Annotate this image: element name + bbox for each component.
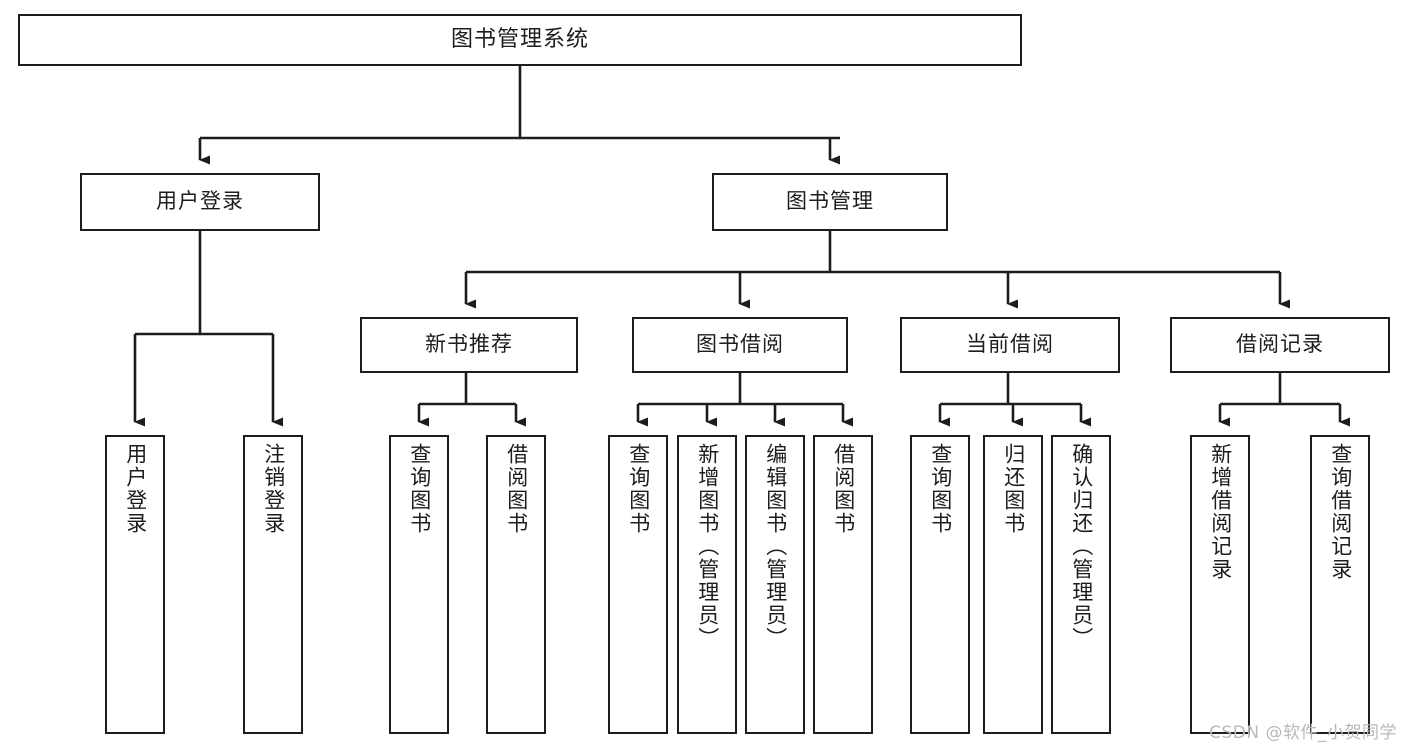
node-new-book-recommend[interactable]: 新书推荐 [360, 317, 578, 373]
node-leaf-add-record[interactable]: 新增借阅记录 [1190, 435, 1250, 734]
node-leaf-confirm-return[interactable]: 确认归还（管理员） [1051, 435, 1111, 734]
node-leaf-query-book-3[interactable]: 查询图书 [910, 435, 970, 734]
node-leaf-user-logout[interactable]: 注销登录 [243, 435, 303, 734]
node-current-borrow[interactable]: 当前借阅 [900, 317, 1120, 373]
node-book-borrow[interactable]: 图书借阅 [632, 317, 848, 373]
node-book-manage-label: 图书管理 [786, 189, 874, 214]
node-root-system[interactable]: 图书管理系统 [18, 14, 1022, 66]
node-leaf-user-login[interactable]: 用户登录 [105, 435, 165, 734]
node-leaf-add-book-label: 新增图书（管理员） [695, 443, 720, 650]
node-leaf-add-book[interactable]: 新增图书（管理员） [677, 435, 737, 734]
node-borrow-record-label: 借阅记录 [1236, 332, 1324, 357]
node-leaf-return-book-label: 归还图书 [1001, 443, 1026, 535]
watermark-text: CSDN @软件_小贺同学 [1209, 723, 1397, 743]
node-leaf-return-book[interactable]: 归还图书 [983, 435, 1043, 734]
node-leaf-query-book-2-label: 查询图书 [626, 443, 651, 535]
node-book-manage[interactable]: 图书管理 [712, 173, 948, 231]
node-borrow-record[interactable]: 借阅记录 [1170, 317, 1390, 373]
node-leaf-borrow-book-2[interactable]: 借阅图书 [813, 435, 873, 734]
node-leaf-query-book-2[interactable]: 查询图书 [608, 435, 668, 734]
node-leaf-query-record-label: 查询借阅记录 [1328, 443, 1353, 581]
node-root-system-label: 图书管理系统 [450, 26, 589, 52]
node-leaf-query-book-1[interactable]: 查询图书 [389, 435, 449, 734]
node-leaf-confirm-return-label: 确认归还（管理员） [1069, 443, 1094, 650]
node-leaf-query-book-1-label: 查询图书 [407, 443, 432, 535]
node-leaf-query-record[interactable]: 查询借阅记录 [1310, 435, 1370, 734]
node-user-login-label: 用户登录 [156, 189, 244, 214]
node-leaf-edit-book[interactable]: 编辑图书（管理员） [745, 435, 805, 734]
node-new-book-recommend-label: 新书推荐 [425, 332, 513, 357]
node-user-login[interactable]: 用户登录 [80, 173, 320, 231]
node-leaf-borrow-book-2-label: 借阅图书 [831, 443, 856, 535]
node-leaf-borrow-book-1[interactable]: 借阅图书 [486, 435, 546, 734]
node-leaf-edit-book-label: 编辑图书（管理员） [763, 443, 788, 650]
node-leaf-add-record-label: 新增借阅记录 [1208, 443, 1233, 581]
node-current-borrow-label: 当前借阅 [966, 332, 1054, 357]
node-leaf-user-logout-label: 注销登录 [261, 443, 286, 535]
node-leaf-query-book-3-label: 查询图书 [928, 443, 953, 535]
node-book-borrow-label: 图书借阅 [696, 332, 784, 357]
node-leaf-user-login-label: 用户登录 [123, 443, 148, 535]
node-leaf-borrow-book-1-label: 借阅图书 [504, 443, 529, 535]
